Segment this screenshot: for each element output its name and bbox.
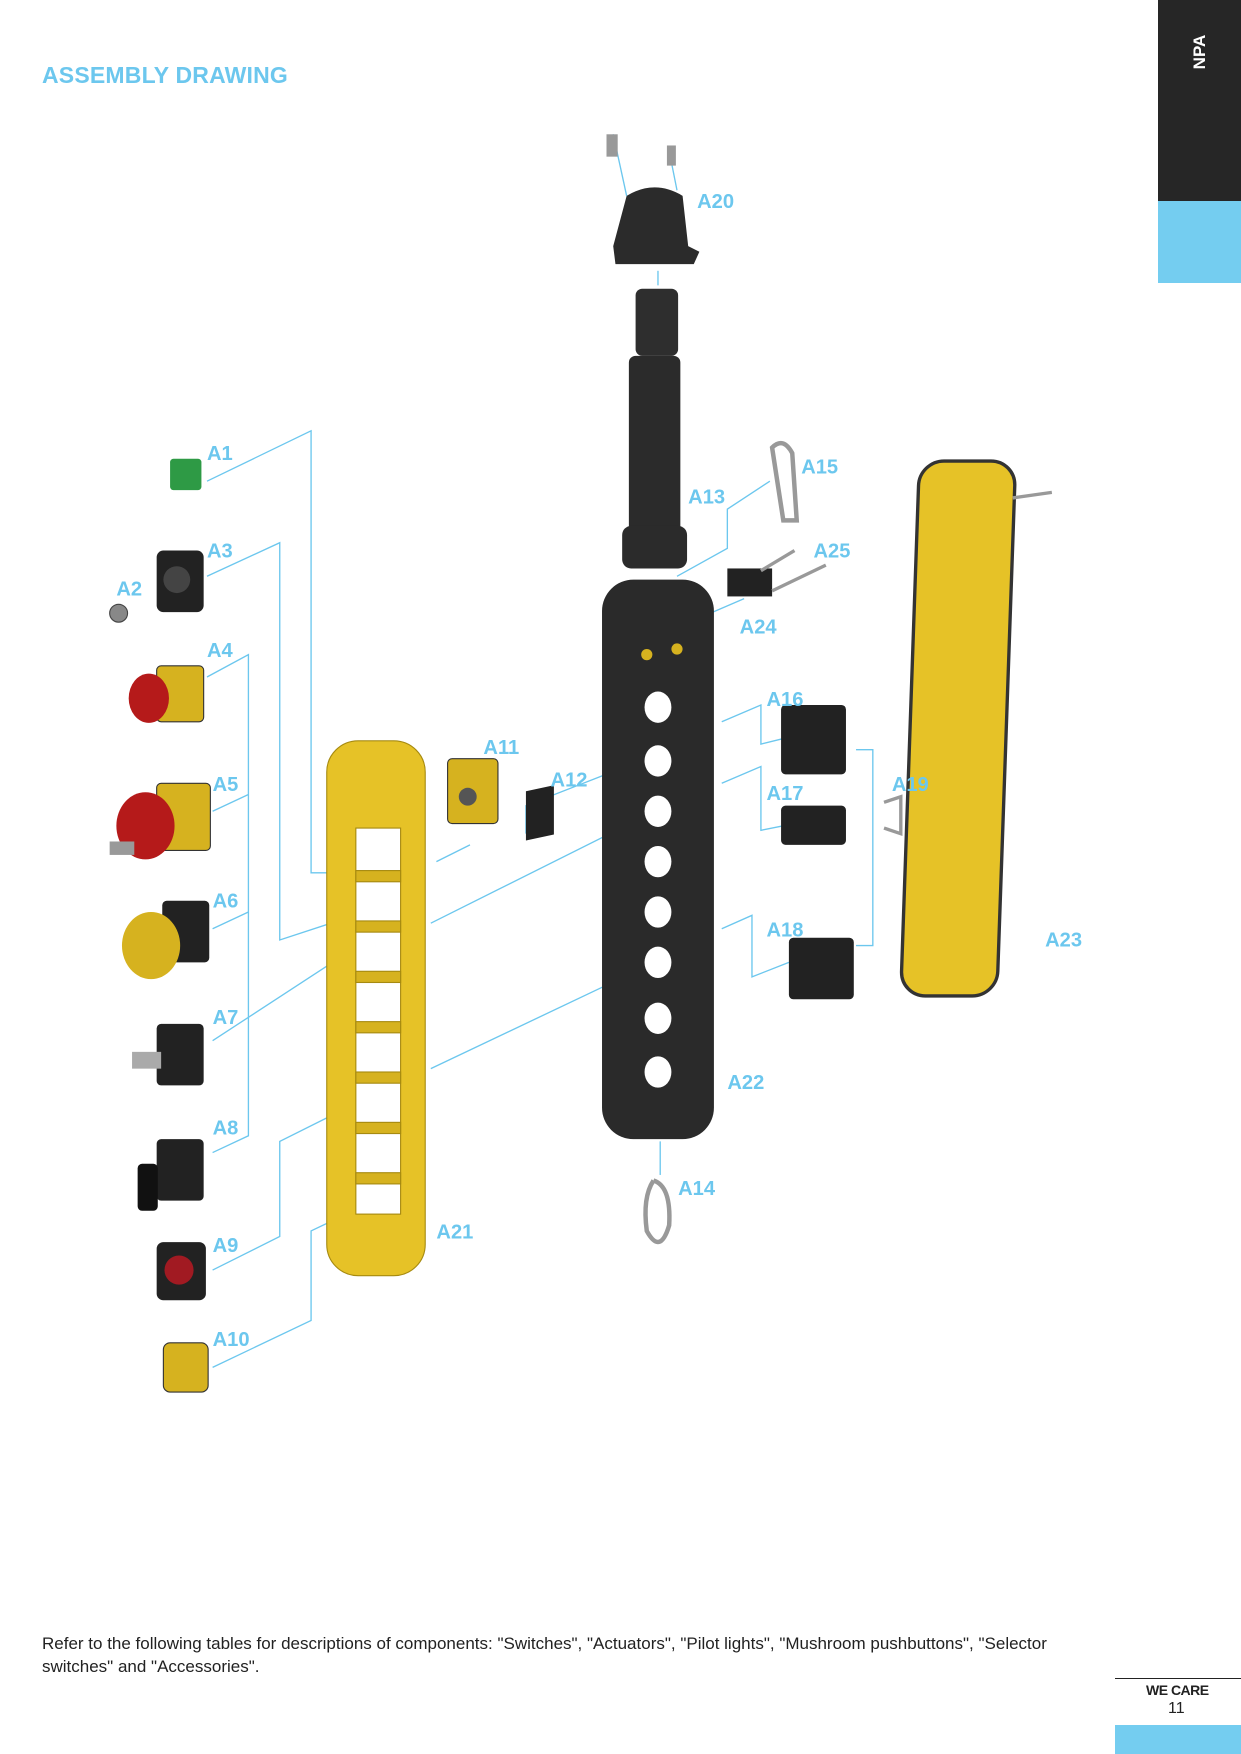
cable-gland-cap (606, 134, 700, 265)
label-a5: A5 (213, 774, 239, 796)
reference-note: Refer to the following tables for descri… (42, 1634, 1047, 1676)
yellow-back-cover (899, 459, 1053, 998)
label-a1: A1 (207, 443, 233, 465)
switch-element-large (788, 937, 854, 1000)
mounting-clip (525, 785, 554, 841)
lever-selector-switch (156, 1139, 204, 1201)
label-a24: A24 (740, 616, 778, 638)
lens-part (109, 603, 129, 623)
bridge-contact (883, 794, 903, 836)
bottom-eyelet (643, 1178, 672, 1245)
key-selector-switch (156, 1023, 204, 1086)
label-a9: A9 (213, 1235, 239, 1257)
label-a15: A15 (801, 456, 838, 478)
label-a7: A7 (213, 1007, 239, 1029)
label-a10: A10 (213, 1329, 250, 1351)
leader-lines (206, 134, 874, 1369)
label-a2: A2 (116, 578, 142, 600)
label-a17: A17 (767, 783, 804, 805)
label-a11: A11 (483, 737, 519, 759)
label-a13: A13 (688, 487, 725, 509)
green-pushbutton (170, 458, 202, 491)
part-labels: A1 A2 A3 A4 A5 A6 A7 A8 A9 A10 A11 A12 A… (116, 191, 1082, 1351)
label-a23: A23 (1045, 930, 1082, 952)
cable-sleeve (622, 288, 688, 569)
footer-brand: WE CARE (1146, 1682, 1209, 1698)
label-a21: A21 (436, 1222, 473, 1244)
pendant-body (602, 579, 714, 1140)
label-a25: A25 (814, 540, 851, 562)
section-tab: NPA (1158, 0, 1241, 201)
page-number: 11 (1168, 1700, 1185, 1717)
page-title: ASSEMBLY DRAWING (42, 62, 289, 88)
switch-element (781, 704, 846, 775)
footer-divider (1115, 1678, 1241, 1679)
cable-clamp (727, 568, 773, 597)
label-a4: A4 (207, 640, 234, 662)
label-a19: A19 (892, 774, 929, 796)
label-a18: A18 (767, 920, 804, 942)
label-a3: A3 (207, 540, 233, 562)
label-a16: A16 (767, 689, 804, 711)
section-tab-accent (1158, 201, 1241, 283)
label-a22: A22 (727, 1072, 764, 1094)
blank-cap (162, 1342, 209, 1393)
switch-element-small (781, 805, 846, 845)
label-a6: A6 (213, 891, 239, 913)
suspension-ring (769, 440, 800, 523)
label-a8: A8 (213, 1118, 239, 1140)
yellow-front-frame (326, 740, 426, 1277)
label-a20: A20 (697, 191, 734, 213)
footer-accent-bar (1115, 1725, 1241, 1754)
label-a12: A12 (551, 770, 588, 792)
label-a14: A14 (678, 1178, 716, 1200)
